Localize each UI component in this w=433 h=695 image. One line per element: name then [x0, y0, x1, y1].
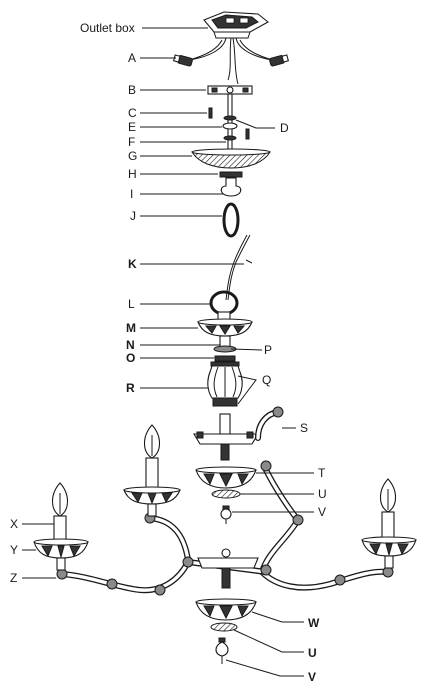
label-r: R — [126, 381, 135, 395]
label-u-lower: U — [308, 646, 317, 660]
label-o: O — [126, 351, 135, 365]
candle-center-left — [123, 424, 181, 517]
canopy-ring — [219, 171, 243, 178]
chain-link — [222, 202, 240, 238]
supply-wires — [181, 37, 281, 85]
mounting-screws — [208, 107, 250, 140]
loop — [220, 177, 242, 197]
label-z: Z — [10, 571, 17, 585]
label-p: P — [264, 343, 272, 357]
label-u-upper: U — [318, 487, 327, 501]
label-y: Y — [10, 543, 18, 557]
label-n: N — [126, 338, 135, 352]
lower-hub — [197, 548, 259, 589]
label-l: L — [128, 297, 135, 311]
label-v-lower: V — [308, 670, 316, 684]
label-k: K — [128, 257, 137, 271]
label-w: W — [308, 616, 320, 630]
outlet-box — [203, 11, 269, 39]
upper-cup — [197, 318, 253, 337]
label-m: M — [126, 321, 136, 335]
label-f: F — [128, 135, 135, 149]
label-h: H — [128, 167, 137, 181]
body-loop — [209, 290, 239, 321]
label-a: A — [128, 51, 136, 65]
lower-cup — [195, 598, 257, 621]
chandelier-arms — [56, 406, 394, 596]
label-q: Q — [262, 373, 271, 387]
mounting-bracket — [207, 85, 253, 95]
arm-hub — [193, 413, 259, 461]
nipple-and-washers — [222, 93, 238, 155]
decorative-body — [207, 361, 243, 407]
label-s: S — [300, 421, 308, 435]
label-b: B — [128, 83, 136, 97]
callout-labels: Outlet box A B C D E F G H I J K L M N O… — [10, 21, 327, 684]
middle-cup — [195, 466, 257, 489]
candle-far-left — [33, 482, 89, 571]
lower-finial — [215, 637, 229, 664]
label-d: D — [280, 121, 289, 135]
upper-finial-ring — [211, 489, 241, 499]
label-outlet-box: Outlet box — [80, 21, 135, 35]
lower-finial-ring — [210, 622, 238, 632]
label-t: T — [318, 466, 326, 480]
upper-finial — [220, 505, 232, 524]
callout-leaders — [22, 27, 314, 677]
label-e: E — [128, 120, 136, 134]
canopy — [191, 148, 271, 169]
candle-far-right — [361, 478, 417, 569]
label-j: J — [130, 209, 136, 223]
label-v-upper: V — [318, 505, 326, 519]
label-c: C — [128, 106, 137, 120]
wire-connectors — [172, 54, 290, 67]
washers-np — [213, 335, 237, 353]
label-i: I — [130, 187, 133, 201]
label-x: X — [10, 517, 18, 531]
power-cable — [225, 234, 253, 301]
label-g: G — [128, 149, 137, 163]
body-nut — [214, 355, 236, 362]
